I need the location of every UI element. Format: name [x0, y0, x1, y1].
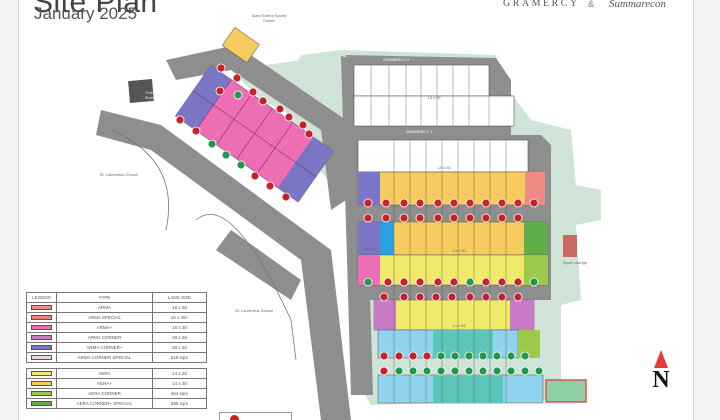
plot-blue-special: [380, 222, 394, 255]
legend-swatch-arma-plus: [31, 325, 52, 330]
legend-header-size: LAND SIZE: [152, 292, 207, 303]
plot-arma-special: [525, 172, 545, 205]
brand-logo-secondary: Summarecon: [609, 0, 667, 10]
label-police-station: Police Station: [144, 90, 158, 100]
main-road: [96, 110, 351, 420]
label-plot-size-purple: 20 x 30: [363, 246, 377, 251]
legend-swatch-arma: [31, 305, 52, 310]
plot-aera-corner-plus-special: [524, 222, 548, 255]
label-church: St. Laurentius Church: [99, 172, 139, 177]
available-markers: [207, 90, 544, 376]
legend-swatch-arma-corner-plus: [31, 345, 52, 350]
block-teal-row-6: [433, 375, 503, 403]
plot-arma-corner-2: [510, 300, 534, 330]
label-plot-size-yellow-low: 14 x 26: [452, 323, 466, 328]
brand-separator: &: [588, 0, 595, 9]
block-aera-north: [221, 27, 260, 63]
boundary-curve-2: [195, 214, 297, 361]
north-arrow-icon: [654, 350, 668, 368]
label-plot-size-yellow-mid: 14 x 30: [452, 248, 466, 253]
label-sports-center: Alam Sutera Sports Center: [251, 13, 287, 23]
page-title: Site Plan: [33, 0, 158, 19]
page-subtitle: January 2025: [34, 4, 138, 23]
legend-header-legend: LEGEND: [26, 292, 57, 303]
legend-swatch-aera-corner-plus-special: [31, 401, 52, 406]
legend-swatch-arma-corner-special: [31, 355, 52, 360]
block-gramercy-2-north: [353, 64, 490, 97]
label-road-gramercy-1: GRAMERCY 1: [405, 129, 433, 134]
legend-swatch-aera-plus: [31, 381, 52, 386]
legend-row: ARMA+16 x 30: [26, 322, 207, 333]
block-gramercy-1-north: [357, 139, 529, 173]
block-aera-row-4: [373, 299, 535, 331]
site-map: [96, 27, 601, 420]
police-station-building: [128, 78, 154, 104]
label-sport-lounge: Sport Lounge: [562, 260, 588, 265]
sold-markers: [175, 63, 539, 376]
site-plan-page: Site Plan January 2025 GRAMERCY & Summar…: [18, 0, 694, 420]
legend-swatch-aera: [31, 371, 52, 376]
side-road: [216, 230, 301, 300]
block-arma-diagonal: [174, 64, 335, 203]
plot-arma-corner: [374, 300, 396, 330]
north-label: N: [652, 367, 670, 393]
legend-header-type: TYPE: [56, 292, 153, 303]
plot-aera-corner-2: [518, 330, 540, 358]
marker-legend-box: [219, 412, 292, 420]
sold-marker-icon: [230, 415, 239, 420]
plot-arma-plus: [358, 255, 380, 285]
north-road: [166, 45, 346, 210]
boundary-curve: [110, 129, 170, 231]
plot-arma-corner-plus-2: [358, 222, 380, 255]
plot-arma-corner-plus: [358, 172, 380, 205]
legend-swatch-arma-special: [31, 315, 52, 320]
block-gramercy-2-south: [353, 95, 515, 127]
legend-row: AERA+14 x 30: [26, 378, 207, 389]
label-road-gramercy-2: GRAMERCY 2: [382, 57, 410, 62]
legend-row: ARMA CORNER+20 x 30: [26, 342, 207, 353]
label-school: St. Laurentius School: [234, 308, 274, 313]
north-compass: N: [649, 350, 673, 392]
sport-lounge-building: [563, 235, 577, 257]
legend-swatch-arma-corner: [31, 335, 52, 340]
legend-swatch-aera-corner: [31, 391, 52, 396]
label-plot-size-yellow-top: 14 x 26: [437, 165, 451, 170]
label-plot-size-gramercy: 14 x 26: [427, 95, 441, 100]
basketball-court: [545, 379, 587, 403]
brand-logo-gramercy: GRAMERCY: [503, 0, 580, 9]
